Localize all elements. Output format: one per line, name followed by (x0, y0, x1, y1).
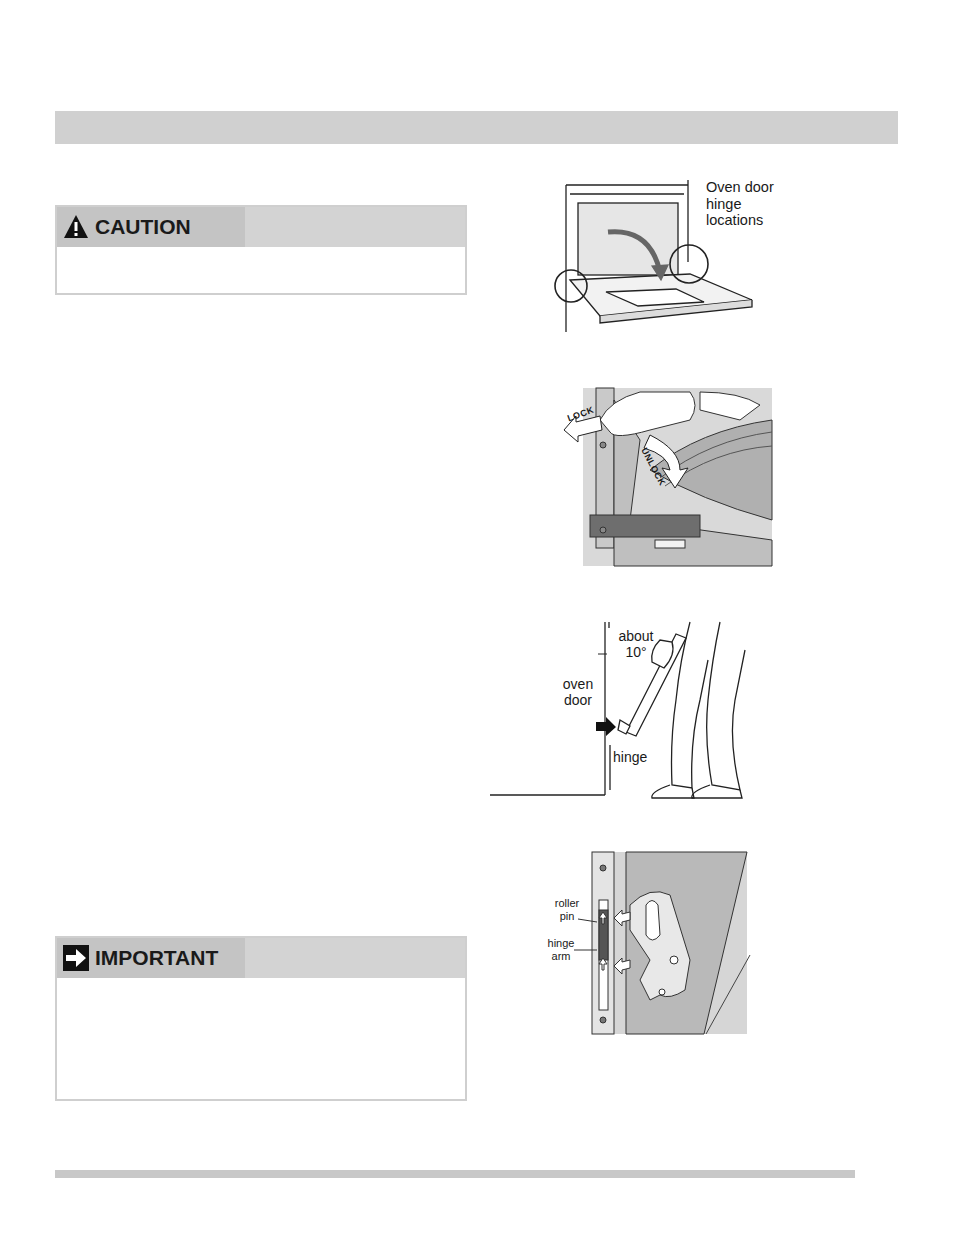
notice-band: CAUTION (57, 207, 465, 247)
notice-heading: IMPORTANT (95, 946, 218, 970)
door-lift-figure (490, 622, 745, 798)
notice-box: CAUTION (55, 205, 467, 295)
footer-bar (55, 1170, 855, 1178)
notice-band: IMPORTANT (57, 938, 465, 978)
hinge-arm-figure (574, 852, 750, 1034)
part-label: roller pin (546, 897, 588, 922)
warning-icon (63, 214, 89, 240)
arrow-icon (63, 945, 89, 971)
hinge-lock-figure (564, 388, 772, 566)
arrow-label: LOCK (566, 405, 595, 424)
notice-chip: CAUTION (57, 207, 245, 247)
notice-box: IMPORTANT (55, 936, 467, 1101)
header-bar (55, 111, 898, 144)
angle-dimension: about 10° (612, 628, 660, 660)
part-label: hinge arm (540, 937, 582, 962)
part-label: hinge (613, 749, 647, 765)
notice-chip: IMPORTANT (57, 938, 245, 978)
arrow-label: UNLOCK (639, 446, 668, 487)
part-label: oven door (552, 676, 604, 708)
notice-heading: CAUTION (95, 215, 191, 239)
figure-callout: Oven door hinge locations (706, 179, 786, 229)
